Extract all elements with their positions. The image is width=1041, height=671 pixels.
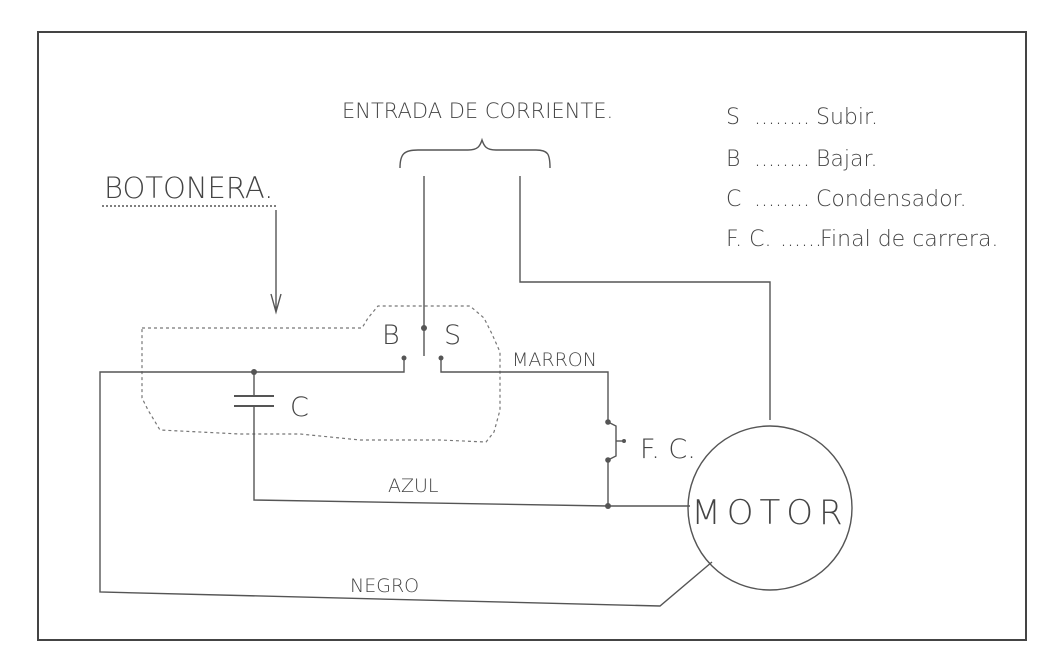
legend-dots-fc: ...... [780, 227, 822, 252]
button-s-label: S [444, 320, 461, 351]
wire-black [99, 360, 713, 607]
panel-title: BOTONERA. [104, 171, 273, 205]
button-s-contact [438, 355, 444, 361]
limit-switch-actuator-tip [622, 439, 626, 443]
legend-desc-fc: Final de carrera. [820, 227, 998, 252]
legend-dots-b: ........ [754, 147, 810, 172]
legend-desc-s: Subir. [816, 105, 878, 130]
legend-key-s: S [726, 105, 740, 130]
legend-desc-b: Bajar. [816, 147, 878, 172]
capacitor-label: C [290, 392, 309, 423]
motor-label: MOTOR [691, 493, 848, 533]
wire-blue [253, 406, 690, 507]
wire-blue-label: AZUL [388, 475, 439, 497]
panel-outline [141, 305, 501, 443]
switch-pivot [421, 325, 427, 331]
diagram-frame [37, 31, 1027, 641]
legend-key-b: B [726, 147, 740, 172]
supply-brace [399, 137, 551, 169]
legend-desc-c: Condensador. [816, 187, 967, 212]
panel-arrow [270, 210, 282, 315]
wire-brown [440, 360, 609, 422]
button-b-label: B [382, 320, 400, 351]
motor-circle [687, 425, 853, 591]
button-b-contact [401, 355, 407, 361]
legend-key-fc: F. C. [726, 227, 771, 252]
wire-black-label: NEGRO [350, 575, 419, 597]
supply-wire-right [519, 176, 771, 420]
legend-dots-s: ........ [754, 105, 810, 130]
limit-switch-label: F. C. [640, 434, 696, 465]
limit-switch-blade [607, 421, 617, 461]
supply-title: ENTRADA DE CORRIENTE. [342, 99, 613, 123]
legend-key-c: C [726, 187, 741, 212]
wire-brown-label: MARRON [512, 349, 597, 371]
legend-dots-c: ........ [754, 187, 810, 212]
legend: S ........ Subir. B ........ Bajar. C ..… [726, 105, 998, 252]
